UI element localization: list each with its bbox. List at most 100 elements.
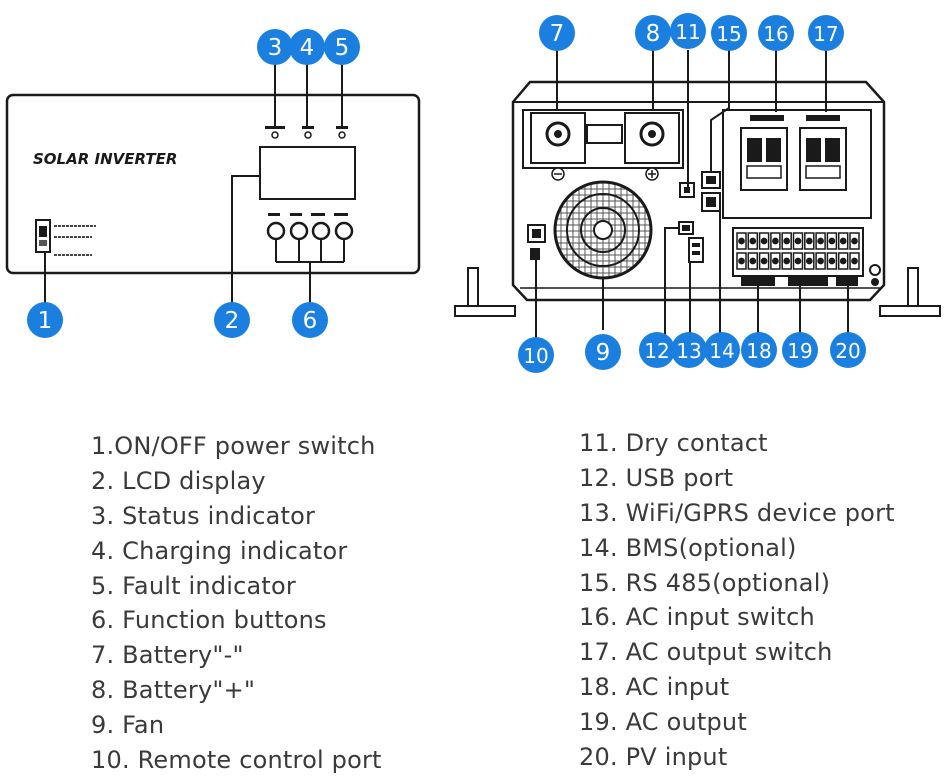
callout-marker-13: 13: [671, 332, 707, 368]
legend-item: 10. Remote control port: [91, 746, 382, 775]
callout-marker-number: 7: [550, 21, 565, 47]
callout-marker-number: 9: [596, 340, 611, 366]
legend-item: 4. Charging indicator: [91, 536, 348, 565]
lcd-display: [259, 146, 356, 200]
function-button-1[interactable]: [266, 221, 286, 241]
terminal-screw: [772, 237, 779, 245]
remote-control-port: [527, 224, 546, 260]
usb-port: [678, 221, 694, 235]
function-button-3[interactable]: [311, 221, 331, 241]
function-button-2[interactable]: [289, 221, 309, 241]
callout-marker-circle: [585, 334, 621, 370]
terminal-screw: [749, 237, 757, 245]
terminal-cover: [586, 124, 623, 144]
rear-leader-lines: [535, 50, 849, 340]
callout-marker-number: 12: [644, 339, 669, 363]
ground-screws: [869, 264, 881, 286]
callout-marker-3: 3: [257, 29, 293, 65]
legend-item: 5. Fault indicator: [91, 571, 296, 600]
callout-marker-number: 16: [763, 22, 788, 46]
callout-marker-10: 10: [518, 337, 554, 373]
callout-marker-number: 18: [746, 339, 771, 363]
callout-marker-number: 3: [268, 35, 283, 61]
callout-marker-14: 14: [704, 332, 740, 368]
callout-marker-number: 20: [835, 339, 860, 363]
callout-marker-number: 14: [709, 339, 734, 363]
callout-marker-16: 16: [758, 15, 794, 51]
legend-item: 8. Battery"+": [91, 676, 256, 705]
terminal-screw: [817, 257, 824, 265]
callout-marker-circle: [289, 29, 325, 65]
bms-port: [701, 192, 721, 212]
callout-marker-number: 5: [335, 35, 350, 61]
front-leader-lines: [44, 62, 345, 305]
function-button-4[interactable]: [334, 221, 354, 241]
fault-indicator: [336, 126, 348, 139]
terminal-strip: [732, 227, 864, 286]
battery-negative-terminal: [530, 112, 586, 181]
legend-item: 11. Dry contact: [579, 429, 768, 457]
battery-positive-terminal: [624, 112, 680, 181]
charging-indicator: [302, 126, 314, 139]
terminal-screw: [851, 257, 858, 265]
callout-marker-7: 7: [539, 15, 575, 51]
cooling-fan: [553, 180, 653, 280]
callout-marker-circle: [214, 302, 250, 338]
power-switch[interactable]: [35, 219, 96, 256]
terminal-screw: [794, 237, 802, 245]
callout-marker-circle: [758, 15, 794, 51]
terminal-screw: [817, 237, 824, 245]
callout-marker-17: 17: [808, 15, 844, 51]
rs485-port: [701, 171, 721, 189]
callout-marker-11: 11: [670, 13, 706, 49]
terminal-screw: [772, 257, 779, 265]
callout-marker-circle: [518, 337, 554, 373]
ac-output-terminal: [788, 276, 828, 286]
legend-item: 9. Fan: [91, 711, 165, 740]
terminal-screw: [783, 257, 791, 265]
legend-item: 12. USB port: [579, 463, 734, 492]
terminal-screw: [828, 257, 836, 265]
legend-item: 13. WiFi/GPRS device port: [579, 498, 895, 527]
legend-item: 18. AC input: [579, 673, 730, 702]
callout-marker-circle: [635, 15, 671, 51]
callout-marker-circle: [27, 302, 63, 338]
callout-marker-number: 17: [813, 22, 838, 46]
legend-item: 16. AC input switch: [579, 603, 815, 632]
pv-input-terminal: [836, 276, 858, 286]
front-panel: SOLAR INVERTER: [5, 93, 421, 275]
wifi-gprs-port: [688, 237, 704, 263]
terminal-screw: [760, 237, 768, 245]
callout-marker-number: 15: [716, 22, 741, 46]
callout-marker-5: 5: [324, 29, 360, 65]
callout-marker-circle: [670, 13, 706, 49]
callout-marker-number: 19: [787, 339, 812, 363]
terminal-screw: [805, 257, 813, 265]
callout-marker-circle: [808, 15, 844, 51]
callout-marker-number: 1: [38, 308, 53, 334]
callout-marker-9: 9: [585, 334, 621, 370]
callout-marker-18: 18: [741, 332, 777, 368]
callout-marker-circle: [257, 29, 293, 65]
legend-item: 7. Battery"-": [91, 641, 244, 670]
callout-marker-1: 1: [27, 302, 63, 338]
callout-marker-number: 8: [646, 21, 661, 47]
legend-item: 19. AC output: [579, 708, 747, 737]
callout-marker-circle: [741, 332, 777, 368]
callout-marker-circle: [782, 332, 818, 368]
legend-item: 17. AC output switch: [579, 638, 833, 667]
callout-marker-circle: [539, 15, 575, 51]
callout-marker-15: 15: [711, 15, 747, 51]
legend-item: 2. LCD display: [91, 466, 266, 495]
terminal-screw: [839, 257, 847, 265]
terminal-screw: [738, 257, 745, 265]
rear-panel: [454, 80, 941, 317]
mounting-feet: [454, 267, 941, 317]
callout-marker-circle: [704, 332, 740, 368]
terminal-screw: [839, 237, 847, 245]
terminal-screw: [783, 237, 791, 245]
ac-input-switch: [740, 127, 788, 191]
callout-marker-20: 20: [830, 332, 866, 368]
